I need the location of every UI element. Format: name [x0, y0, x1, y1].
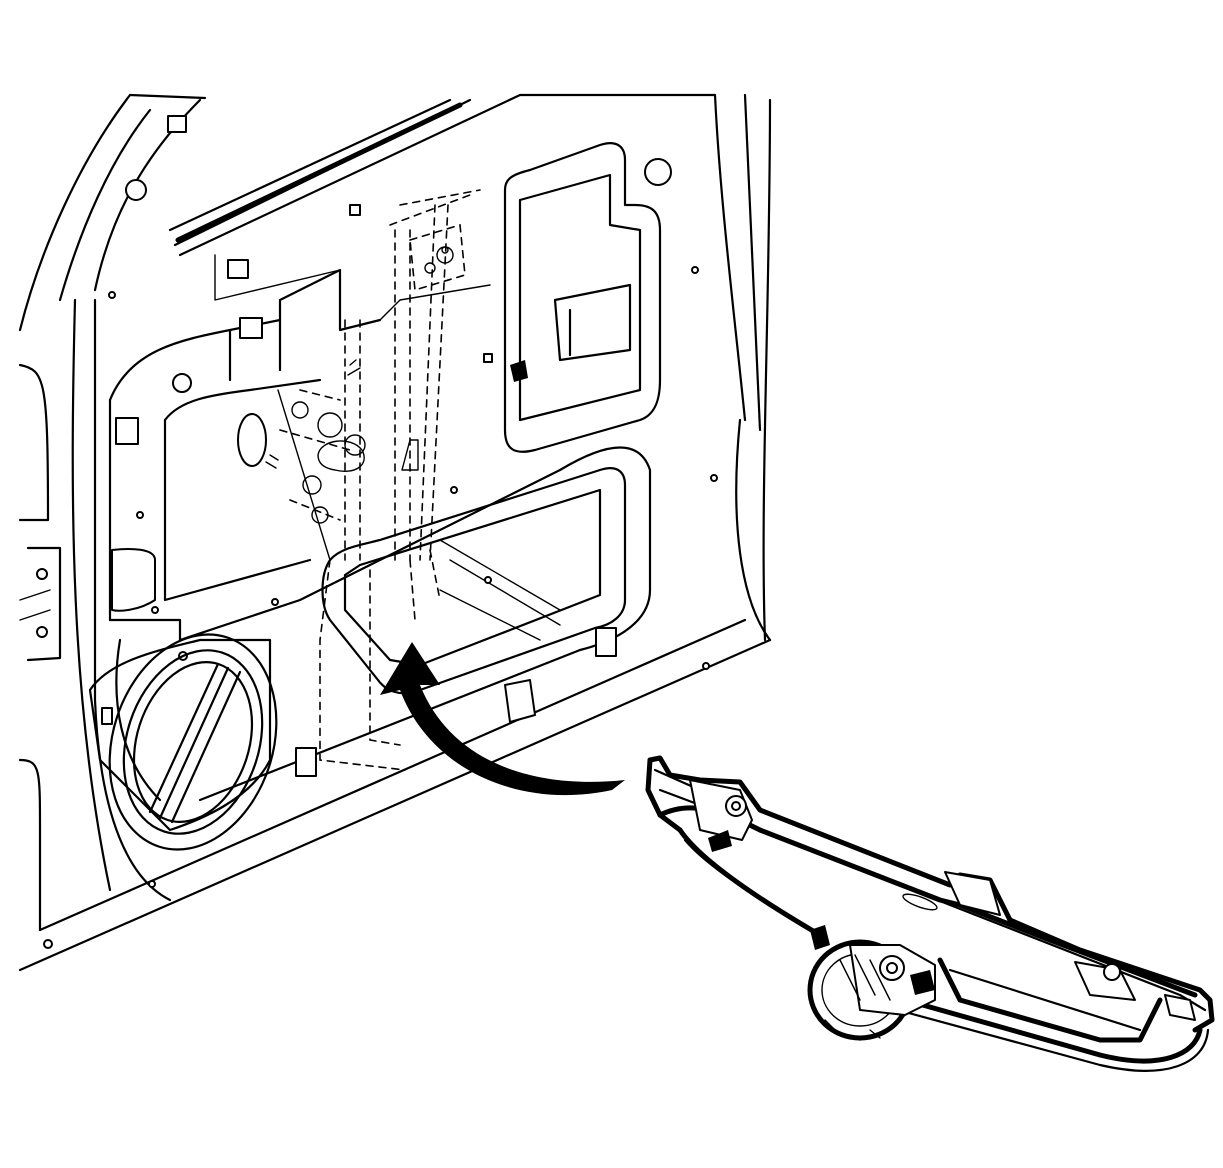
speaker-opening [88, 633, 278, 851]
hidden-regulator-outline [265, 189, 481, 771]
install-direction-arrow [380, 642, 625, 796]
window-regulator-assembly [645, 755, 1215, 1072]
door-fastener-holes [43, 115, 718, 949]
